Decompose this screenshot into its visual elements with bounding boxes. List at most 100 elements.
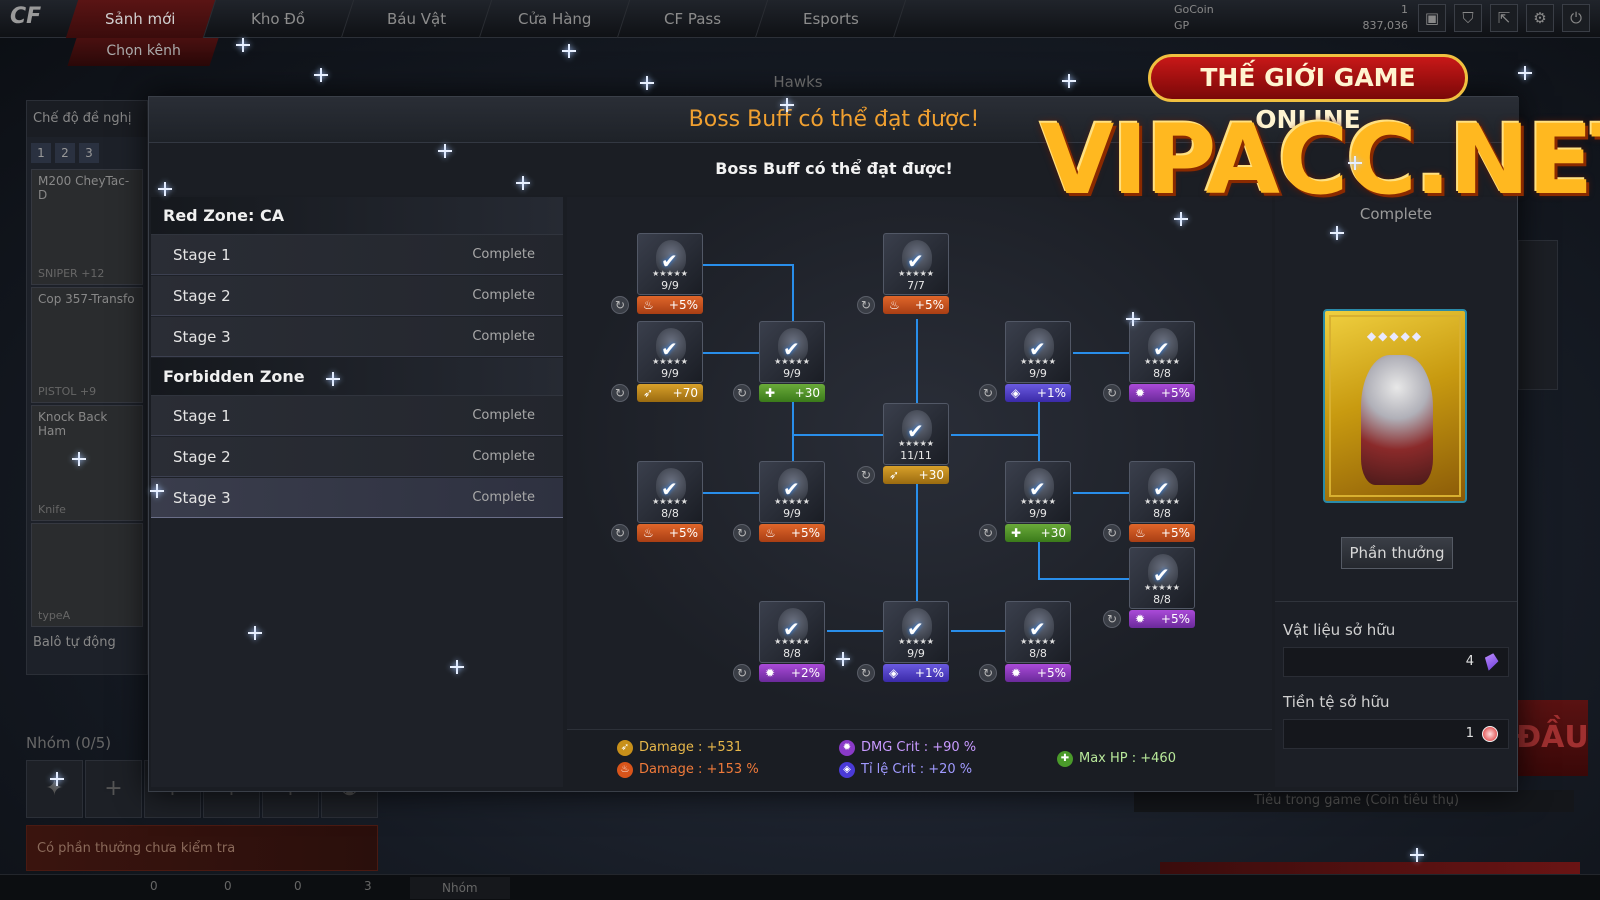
boss-reward-card[interactable]: ◆◆◆◆◆ xyxy=(1323,309,1467,503)
reset-icon[interactable]: ↻ xyxy=(611,524,629,542)
channel-select-button[interactable]: Chọn kênh xyxy=(67,38,219,66)
monitor-icon[interactable]: ▣ xyxy=(1418,4,1446,32)
reset-icon[interactable]: ↻ xyxy=(857,664,875,682)
weapon-card-grenade[interactable]: typeA xyxy=(31,523,143,627)
buff-node[interactable]: ✔★★★★★9/9✚+30 xyxy=(759,321,825,403)
recommended-mode-label: Chế độ đề nghị xyxy=(27,101,147,137)
nav-lobby[interactable]: Sảnh mới xyxy=(65,0,217,38)
exit-door-icon[interactable]: ⇱ xyxy=(1490,4,1518,32)
node-buff-value: +5% xyxy=(1160,526,1190,540)
loadout-tab-2[interactable]: 2 xyxy=(55,143,75,163)
reset-icon[interactable]: ↻ xyxy=(733,664,751,682)
dmg-icon: ➶ xyxy=(643,386,654,400)
weapon-card-knife[interactable]: Knock Back Ham Knife xyxy=(31,405,143,521)
stat-label: Max HP : +460 xyxy=(1079,751,1176,766)
check-icon: ✔ xyxy=(907,419,924,443)
buff-node[interactable]: ✔★★★★★9/9➶+70 xyxy=(637,321,703,403)
chat-channel-select[interactable]: Nhóm xyxy=(410,877,510,899)
weapon-type: typeA xyxy=(38,609,71,622)
buff-node[interactable]: ✔★★★★★9/9◈+1% xyxy=(1005,321,1071,403)
stage-label: Stage 1 xyxy=(173,245,231,264)
reward-button[interactable]: Phần thưởng xyxy=(1341,537,1453,569)
reset-icon[interactable]: ↻ xyxy=(1103,384,1121,402)
node-buff: ✹+5% xyxy=(1129,610,1195,628)
star-rating-icon: ★★★★★ xyxy=(898,439,934,448)
buff-node[interactable]: ✔★★★★★9/9✚+30 xyxy=(1005,461,1071,543)
stage-label: Stage 2 xyxy=(173,447,231,466)
reset-icon[interactable]: ↻ xyxy=(611,384,629,402)
node-count: 8/8 xyxy=(1029,647,1047,660)
buff-node[interactable]: ✔★★★★★9/9♨+5% xyxy=(759,461,825,543)
buff-node[interactable]: ✔★★★★★8/8♨+5% xyxy=(1129,461,1195,543)
start-button[interactable]: ĐẦU xyxy=(1516,700,1589,776)
check-icon: ✔ xyxy=(1153,337,1170,361)
crit-rate-icon: ◈ xyxy=(839,761,855,778)
nav-esports[interactable]: Esports xyxy=(755,0,907,38)
sparkle-icon xyxy=(780,98,794,112)
star-rating-icon: ★★★★★ xyxy=(774,497,810,506)
reset-icon[interactable]: ↻ xyxy=(1103,610,1121,628)
add-member-button[interactable]: + xyxy=(85,760,142,818)
boss-face xyxy=(1024,608,1054,642)
sparkle-icon xyxy=(1518,66,1532,80)
node-count: 9/9 xyxy=(783,507,801,520)
game-logo[interactable]: CF xyxy=(10,4,42,29)
weapon-card-sniper[interactable]: M200 CheyTac-D SNIPER +12 xyxy=(31,169,143,285)
gear-icon[interactable]: ⚙ xyxy=(1526,4,1554,32)
watermark-banner: THẾ GIỚI GAME ONLINE xyxy=(1148,54,1468,134)
node-buff-value: +5% xyxy=(790,526,820,540)
shield-icon[interactable]: ⛉ xyxy=(1454,4,1482,32)
buff-node[interactable]: ✔★★★★★9/9◈+1% xyxy=(883,601,949,683)
power-icon[interactable]: ⏻ xyxy=(1562,4,1590,32)
reset-icon[interactable]: ↻ xyxy=(1103,524,1121,542)
node-buff: ✹+5% xyxy=(1129,384,1195,402)
reset-icon[interactable]: ↻ xyxy=(611,296,629,314)
buff-node[interactable]: ✔★★★★★8/8✹+5% xyxy=(1129,321,1195,403)
stat-max-hp: ✚ Max HP : +460 xyxy=(1057,749,1176,769)
node-buff: ♨+5% xyxy=(637,296,703,314)
stage-label: Stage 2 xyxy=(173,286,231,305)
reset-icon[interactable]: ↻ xyxy=(979,524,997,542)
boss-portrait xyxy=(759,461,825,523)
nav-treasure[interactable]: Báu Vật xyxy=(341,0,493,38)
reset-icon[interactable]: ↻ xyxy=(733,524,751,542)
auto-backpack-label[interactable]: Balô tự động xyxy=(33,635,116,650)
stage-status: Complete xyxy=(472,329,535,344)
loadout-tab-1[interactable]: 1 xyxy=(31,143,51,163)
lobby-weapon-panel: Chế độ đề nghị 1 2 3 M200 CheyTac-D SNIP… xyxy=(26,100,148,675)
reset-icon[interactable]: ↻ xyxy=(857,466,875,484)
nav-shop[interactable]: Cửa Hàng xyxy=(479,0,631,38)
reset-icon[interactable]: ↻ xyxy=(733,384,751,402)
reset-icon[interactable]: ↻ xyxy=(857,296,875,314)
fire-icon: ♨ xyxy=(889,298,900,312)
group-slot-self[interactable]: ✦ xyxy=(26,760,83,818)
buff-node[interactable]: ✔★★★★★8/8♨+5% xyxy=(637,461,703,543)
loadout-tab-3[interactable]: 3 xyxy=(79,143,99,163)
star-rating-icon: ★★★★★ xyxy=(1020,637,1056,646)
node-buff: ✹+2% xyxy=(759,664,825,682)
unchecked-reward-bar[interactable]: Có phần thưởng chưa kiểm tra xyxy=(26,825,378,871)
buff-node[interactable]: ✔★★★★★8/8✹+5% xyxy=(1005,601,1071,683)
nav-cf-pass[interactable]: CF Pass xyxy=(617,0,769,38)
reset-icon[interactable]: ↻ xyxy=(979,664,997,682)
boss-portrait xyxy=(883,403,949,465)
hp-icon: ✚ xyxy=(1057,750,1073,767)
buff-node[interactable]: ✔★★★★★8/8✹+2% xyxy=(759,601,825,683)
buff-node[interactable]: ✔★★★★★9/9♨+5% xyxy=(637,233,703,315)
reset-icon[interactable]: ↻ xyxy=(979,384,997,402)
nav-inventory[interactable]: Kho Đồ xyxy=(203,0,355,38)
coin-icon xyxy=(1482,726,1498,742)
buff-node[interactable]: ✔★★★★★7/7♨+5% xyxy=(883,233,949,315)
weapon-card-pistol[interactable]: Cop 357-Transfo PISTOL +9 xyxy=(31,287,143,403)
boss-portrait xyxy=(759,601,825,663)
fire-icon: ♨ xyxy=(1135,526,1146,540)
buff-node[interactable]: ✔★★★★★11/11➶+30 xyxy=(883,403,949,485)
node-buff: ✹+5% xyxy=(1005,664,1071,682)
buff-node[interactable]: ✔★★★★★8/8✹+5% xyxy=(1129,547,1195,629)
